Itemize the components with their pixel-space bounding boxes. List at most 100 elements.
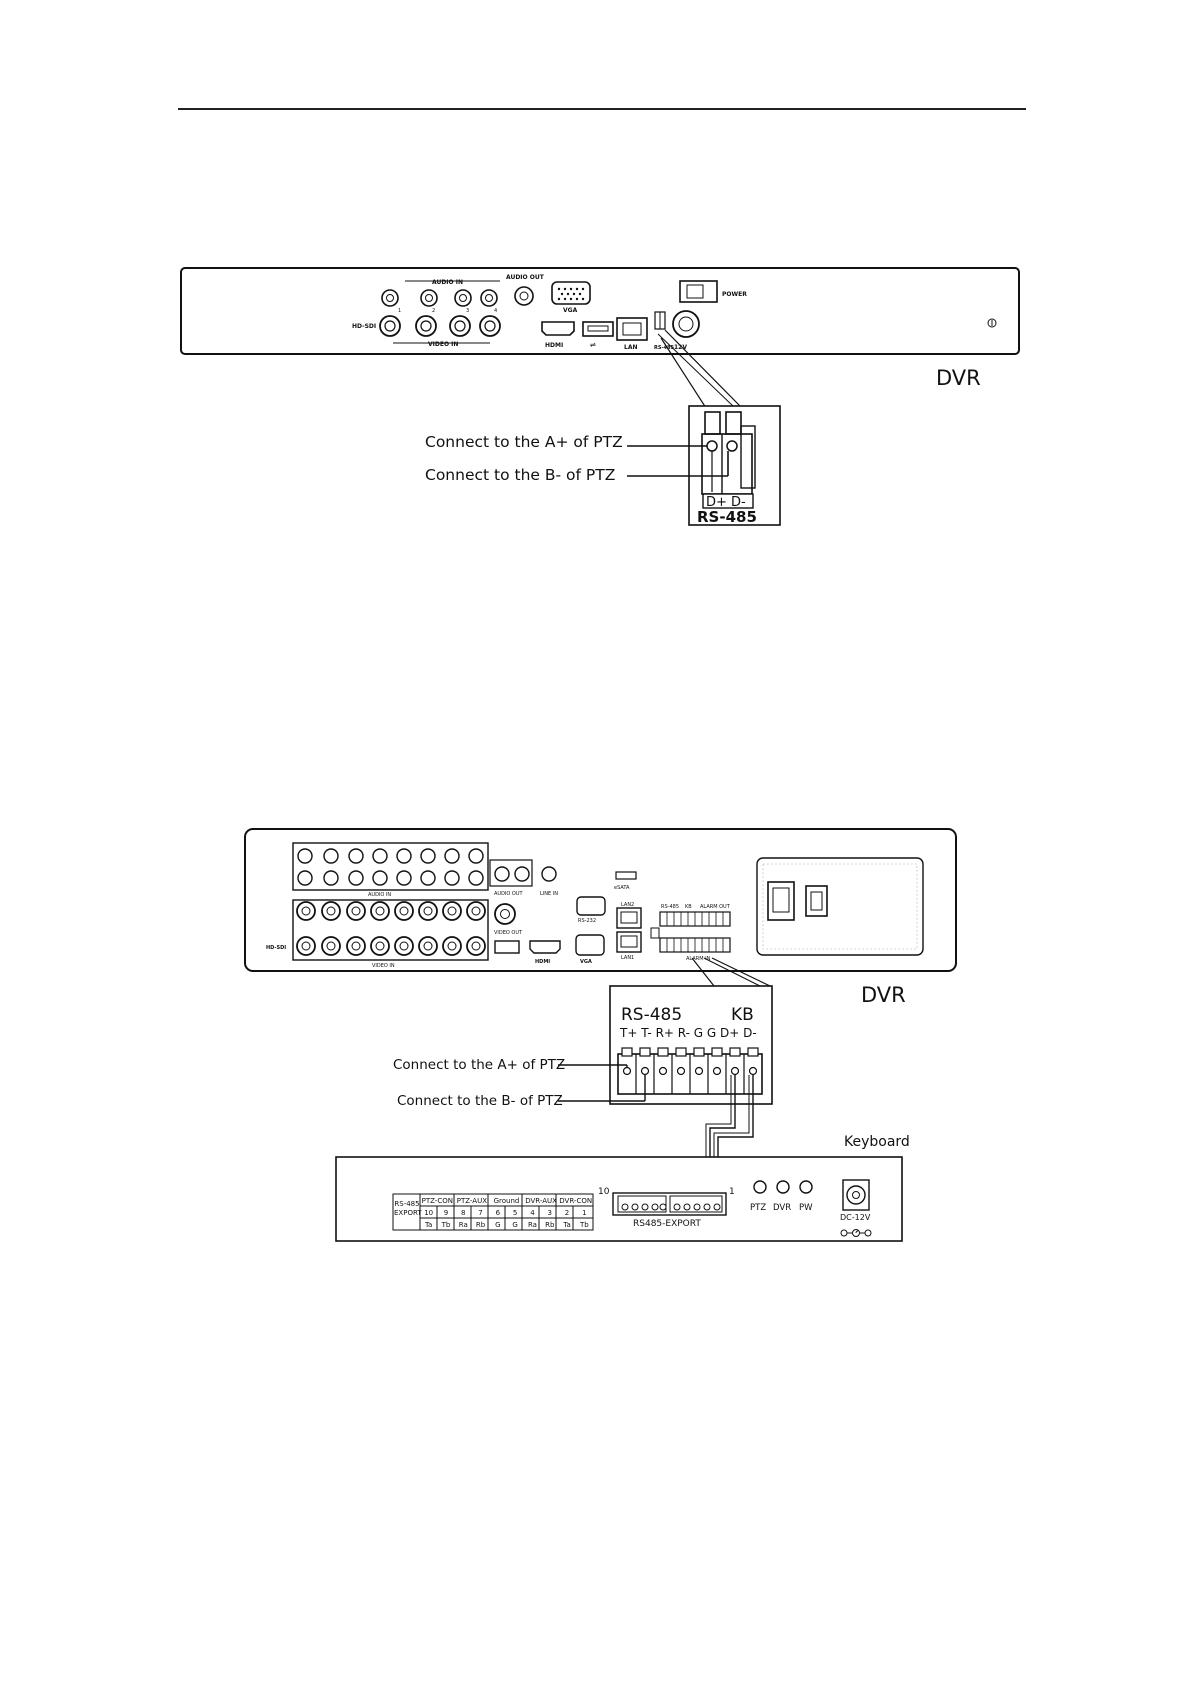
dvr-rear-panel-1 — [180, 267, 1020, 355]
zoom-title-rs485-1: RS-485 — [697, 508, 757, 526]
table-pin-number: 6 — [495, 1209, 501, 1217]
dc-12v-label: DC-12V — [840, 1213, 871, 1222]
audio-in-jack-4 — [480, 289, 498, 307]
label-power-1: POWER — [722, 291, 747, 298]
figure-2-diagram: AUDIO IN HD-SDI VIDEO IN AUDIO OUT LINE … — [244, 828, 957, 1242]
led-label-pw: PW — [799, 1203, 813, 1213]
label-audio-in-1: AUDIO IN — [432, 279, 463, 286]
label-audio-in-2: AUDIO IN — [368, 892, 391, 898]
label-video-in-2: VIDEO IN — [372, 963, 395, 969]
table-signal-name: G — [512, 1221, 518, 1229]
label-hd-sdi-2: HD-SDI — [266, 945, 286, 951]
label-hd-sdi-1: HD-SDI — [352, 323, 376, 330]
table-pin-number: 5 — [512, 1209, 518, 1217]
label-lan1: LAN1 — [621, 955, 634, 961]
video-in-bnc-1 — [379, 315, 401, 337]
led-pw — [799, 1180, 813, 1194]
video-in-bnc-2 — [415, 315, 437, 337]
channel-label-4: 4 — [494, 308, 497, 314]
led-dvr — [776, 1180, 790, 1194]
export-pin-left: 10 — [598, 1187, 610, 1197]
ground-icon-1 — [987, 318, 997, 328]
terminal-label-d: D+ D- — [706, 495, 746, 510]
table-pin-number: 8 — [461, 1209, 466, 1217]
label-esata: eSATA — [614, 885, 630, 891]
rs232-port — [576, 896, 606, 916]
label-vga-1: VGA — [563, 307, 578, 314]
led-label-ptz: PTZ — [750, 1203, 767, 1213]
callout-a-plus-1: Connect to the A+ of PTZ — [425, 433, 623, 451]
callout-b-minus-1: Connect to the B- of PTZ — [425, 466, 616, 484]
callout-a-plus-2: Connect to the A+ of PTZ — [393, 1057, 566, 1073]
label-audio-out-1: AUDIO OUT — [506, 274, 545, 281]
label-lan2: LAN2 — [621, 902, 634, 908]
audio-out-jack — [514, 286, 534, 306]
audio-in-jack-1 — [381, 289, 399, 307]
screw-d-minus — [726, 440, 738, 452]
table-signal-name: G — [495, 1221, 501, 1229]
export-pin-right: 1 — [729, 1187, 735, 1197]
audio-in-jack-2 — [420, 289, 438, 307]
audio-out-jack-2a — [494, 866, 510, 882]
usb-port-2 — [494, 940, 520, 954]
table-signal-name: Rb — [545, 1221, 555, 1229]
channel-label-3: 3 — [466, 308, 469, 314]
header-rule — [178, 108, 1026, 110]
label-rs232: RS-232 — [578, 918, 596, 924]
table-pin-number: 3 — [547, 1209, 552, 1217]
screw-d-plus — [706, 440, 718, 452]
label-video-in-1: VIDEO IN — [428, 341, 458, 348]
label-12v-1: 12V — [674, 344, 687, 351]
polarity-icon — [840, 1229, 872, 1237]
dvr-label-1: DVR — [936, 366, 981, 390]
table-signal-name: Ra — [527, 1221, 537, 1229]
hdmi-port-1 — [541, 321, 575, 336]
table-group-header: DVR-CON — [559, 1197, 593, 1205]
table-signal-name: Ta — [563, 1221, 571, 1229]
table-pin-number: 9 — [443, 1209, 449, 1217]
dvr-label-2: DVR — [861, 983, 906, 1007]
hdmi-port-2 — [529, 940, 561, 954]
table-pin-number: 2 — [564, 1209, 570, 1217]
line-in-jack — [541, 866, 557, 882]
table-signal-name: Tb — [441, 1221, 451, 1229]
keyboard-label: Keyboard — [844, 1134, 910, 1150]
table-row-header: RS-485 EXPORT — [394, 1200, 422, 1217]
table-group-header: DVR-AUX — [525, 1197, 557, 1205]
label-alarm-out: ALARM OUT — [700, 904, 731, 910]
label-audio-out-2: AUDIO OUT — [494, 891, 524, 897]
usb-icon-1: ⇌ — [590, 341, 596, 349]
video-out-bnc — [494, 903, 516, 925]
table-pin-number: 1 — [582, 1209, 587, 1217]
table-group-header: PTZ-CON — [421, 1197, 453, 1205]
channel-label-2: 2 — [432, 308, 435, 314]
label-alarm-in: ALARM IN — [686, 956, 711, 962]
label-rs485-panel: RS-485 — [661, 904, 679, 910]
table-pin-number: 10 — [424, 1209, 434, 1217]
video-in-bnc-3 — [449, 315, 471, 337]
table-signal-name: Ra — [458, 1221, 468, 1229]
led-ptz — [753, 1180, 767, 1194]
vga-port-2 — [575, 934, 605, 956]
label-line-in: LINE IN — [540, 891, 558, 897]
lan-port-1 — [616, 317, 648, 341]
table-signal-name: Tb — [579, 1221, 589, 1229]
video-in-block — [292, 899, 489, 961]
table-pin-number: 4 — [530, 1209, 535, 1217]
audio-in-jack-3 — [454, 289, 472, 307]
zoom-pin-labels: T+ T- R+ R- G G D+ D- — [619, 1026, 757, 1040]
label-rs485-small: RS-485 — [654, 345, 674, 351]
dc-power-port-1 — [672, 310, 700, 338]
label-kb-panel: KB — [685, 904, 692, 910]
zoom-title-kb: KB — [731, 1005, 754, 1025]
esata-port — [615, 871, 637, 880]
table-signal-name: Rb — [475, 1221, 486, 1229]
vga-port-1 — [551, 281, 591, 305]
label-hdmi-1: HDMI — [545, 342, 563, 349]
label-video-out: VIDEO OUT — [494, 930, 523, 936]
audio-in-block — [292, 842, 489, 891]
channel-label-1: 1 — [398, 308, 401, 314]
audio-out-jack-2b — [514, 866, 530, 882]
table-group-header: PTZ-AUX — [456, 1197, 488, 1205]
